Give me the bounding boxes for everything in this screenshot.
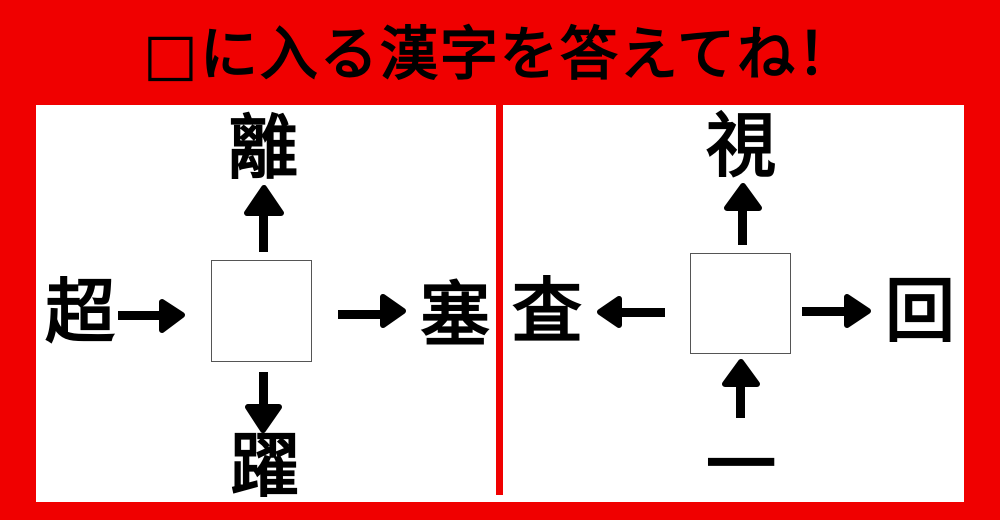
arrow-down-icon bbox=[245, 372, 282, 433]
puzzle-title: □に入る漢字を答えてね！ bbox=[143, 20, 857, 88]
right-puzzle-right-kanji: 回 bbox=[885, 270, 955, 352]
right-puzzle-left-kanji: 査 bbox=[512, 270, 582, 352]
right-puzzle-bottom-kanji: 一 bbox=[706, 424, 776, 506]
answer-box-right[interactable] bbox=[690, 253, 791, 354]
panel-divider bbox=[496, 105, 503, 495]
arrow-up-icon bbox=[724, 183, 762, 245]
right-puzzle-top-kanji: 視 bbox=[706, 105, 776, 187]
arrow-right-icon bbox=[338, 294, 406, 328]
arrow-up-icon bbox=[722, 359, 760, 418]
arrow-up-icon bbox=[244, 185, 284, 252]
arrow-right-icon bbox=[802, 294, 871, 328]
arrow-left-icon bbox=[597, 296, 665, 328]
left-puzzle-left-kanji: 超 bbox=[45, 271, 115, 353]
arrow-right-icon bbox=[118, 299, 185, 333]
left-puzzle-top-kanji: 離 bbox=[228, 107, 298, 189]
left-puzzle-bottom-kanji: 躍 bbox=[230, 425, 300, 507]
left-puzzle-right-kanji: 塞 bbox=[420, 274, 490, 356]
answer-box-left[interactable] bbox=[211, 260, 312, 362]
